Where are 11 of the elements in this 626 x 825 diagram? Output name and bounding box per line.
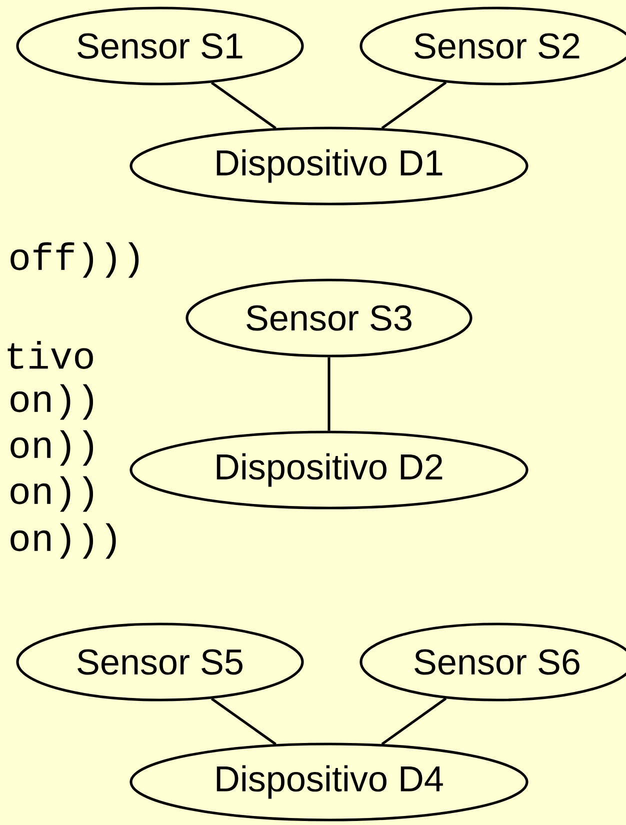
connector-line (381, 697, 447, 746)
code-text: tivo (8, 341, 93, 369)
connector-line (328, 357, 330, 431)
code-text: on)) (10, 384, 94, 420)
connector-line (210, 698, 276, 746)
code-text: on)) (10, 430, 94, 466)
connector-line (381, 81, 447, 130)
code-text: on))) (10, 523, 116, 559)
code-text: on)) (10, 476, 94, 512)
connector-line (210, 82, 276, 130)
code-text: off))) (10, 242, 139, 278)
